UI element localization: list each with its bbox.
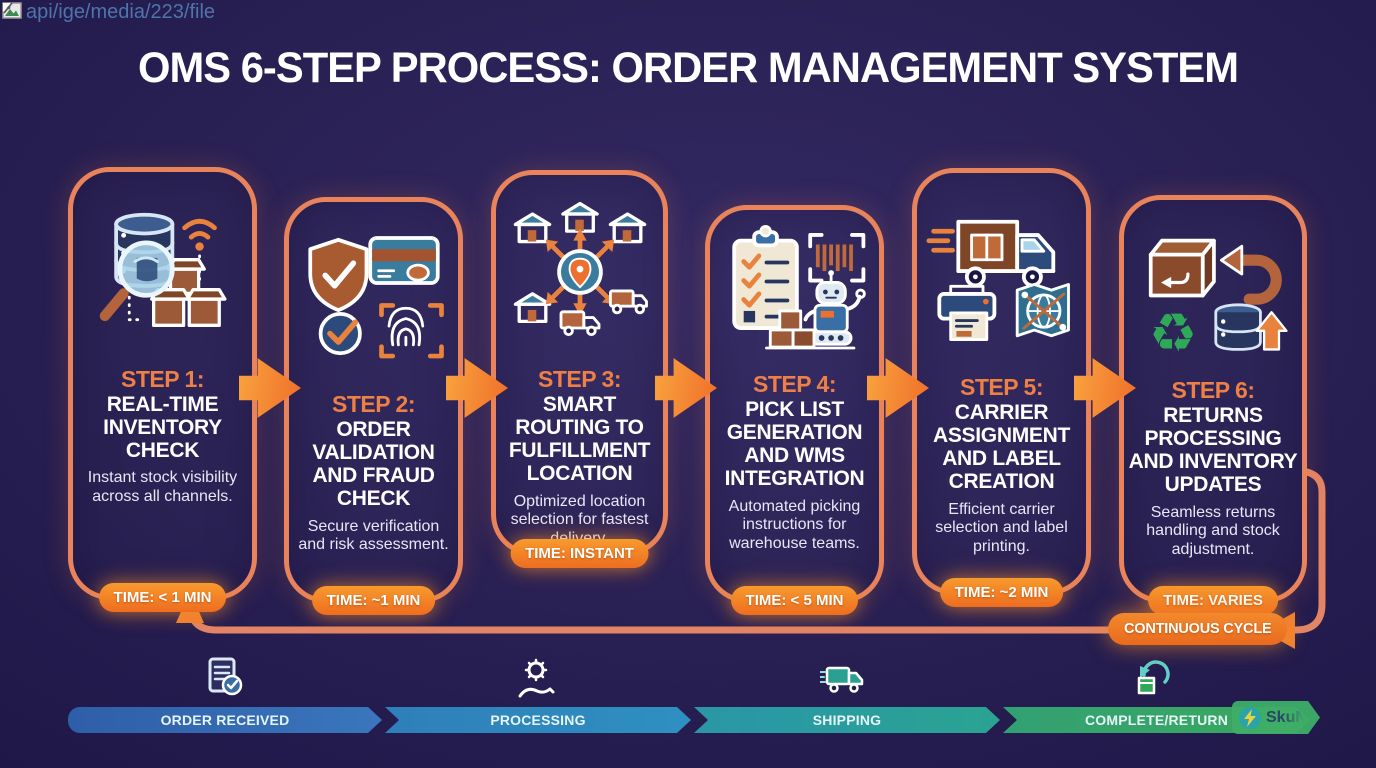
step6-label: STEP 6: bbox=[1171, 377, 1256, 403]
step3-label: STEP 3: bbox=[538, 366, 622, 392]
document-check-icon bbox=[208, 657, 243, 696]
svg-text:♻: ♻ bbox=[1149, 301, 1197, 363]
step5-label: STEP 5: bbox=[960, 374, 1044, 400]
step-card-5: STEP 5: CARRIER ASSIGNMENT AND LABEL CRE… bbox=[912, 168, 1091, 607]
step2-time-badge: TIME: ~1 MIN bbox=[311, 586, 436, 615]
step1-icon bbox=[73, 172, 252, 367]
step6-title: RETURNS PROCESSING AND INVENTORY UPDATES bbox=[1128, 404, 1298, 497]
step5-time-badge: TIME: ~2 MIN bbox=[939, 578, 1064, 607]
step1-description: Instant stock visibility across all chan… bbox=[87, 469, 238, 506]
step1-time-badge: TIME: < 1 MIN bbox=[98, 583, 227, 612]
step6-description: Seamless returns handling and stock adju… bbox=[1146, 503, 1280, 558]
step2-description: Secure verification and risk assessment. bbox=[298, 517, 449, 554]
step6-time-badge: TIME: VARIES bbox=[1148, 586, 1278, 615]
broken-image-alt-text: api/ige/media/223/file bbox=[26, 1, 216, 23]
step5-title: CARRIER ASSIGNMENT AND LABEL CREATION bbox=[932, 401, 1070, 494]
timeline-segment-processing: PROCESSING bbox=[385, 707, 691, 733]
step-card-4: STEP 4: PICK LIST GENERATION AND WMS INT… bbox=[705, 205, 884, 615]
step3-title: SMART ROUTING TO FULFILLMENT LOCATION bbox=[508, 393, 651, 486]
step-card-1: STEP 1: REAL-TIME INVENTORY CHECK Instan… bbox=[68, 167, 257, 612]
timeline-segment-shipping: SHIPPING bbox=[694, 707, 1000, 733]
broken-image-block: api/ige/media/223/file bbox=[2, 1, 215, 23]
step1-label: STEP 1: bbox=[121, 366, 205, 392]
watermark-logo: SkuN bbox=[1232, 701, 1320, 734]
timeline-label: SHIPPING bbox=[812, 712, 882, 728]
step4-title: PICK LIST GENERATION AND WMS INTEGRATION bbox=[724, 398, 865, 491]
delivery-truck-icon bbox=[820, 666, 864, 693]
step5-icon bbox=[917, 173, 1086, 375]
broken-image-icon bbox=[2, 2, 22, 19]
timeline-label: COMPLETE/RETURN bbox=[1085, 712, 1228, 728]
watermark-bolt-icon bbox=[1238, 706, 1262, 730]
step5-description: Efficient carrier selection and label pr… bbox=[935, 500, 1068, 555]
step4-time-badge: TIME: < 5 MIN bbox=[730, 586, 859, 615]
step2-title: ORDER VALIDATION AND FRAUD CHECK bbox=[312, 418, 435, 511]
step4-icon bbox=[710, 210, 879, 372]
step1-title: REAL-TIME INVENTORY CHECK bbox=[103, 393, 222, 463]
step-card-3: STEP 3: SMART ROUTING TO FULFILLMENT LOC… bbox=[491, 170, 668, 568]
step2-icon bbox=[289, 202, 458, 392]
return-arrow-box-icon bbox=[1137, 660, 1170, 695]
page-title: OMS 6-STEP PROCESS: ORDER MANAGEMENT SYS… bbox=[137, 44, 1239, 92]
step3-icon bbox=[496, 175, 663, 367]
step4-label: STEP 4: bbox=[753, 371, 837, 397]
step-card-2: STEP 2: ORDER VALIDATION AND FRAUD CHECK… bbox=[284, 197, 463, 615]
timeline-segment-order-received: ORDER RECEIVED bbox=[68, 707, 382, 733]
gear-hand-icon bbox=[518, 658, 555, 698]
step-card-6: ♻ STEP 6: RETURNS PROCESSING AND INVENTO… bbox=[1119, 195, 1307, 615]
timeline-label: ORDER RECEIVED bbox=[160, 712, 290, 728]
step3-time-badge: TIME: INSTANT bbox=[510, 539, 649, 568]
step6-icon: ♻ bbox=[1124, 200, 1302, 378]
timeline-label: PROCESSING bbox=[490, 712, 586, 728]
step2-label: STEP 2: bbox=[332, 391, 416, 417]
watermark-text: SkuN bbox=[1266, 708, 1307, 726]
step4-description: Automated picking instructions for wareh… bbox=[728, 497, 861, 552]
continuous-cycle-badge: CONTINUOUS CYCLE bbox=[1108, 613, 1288, 645]
